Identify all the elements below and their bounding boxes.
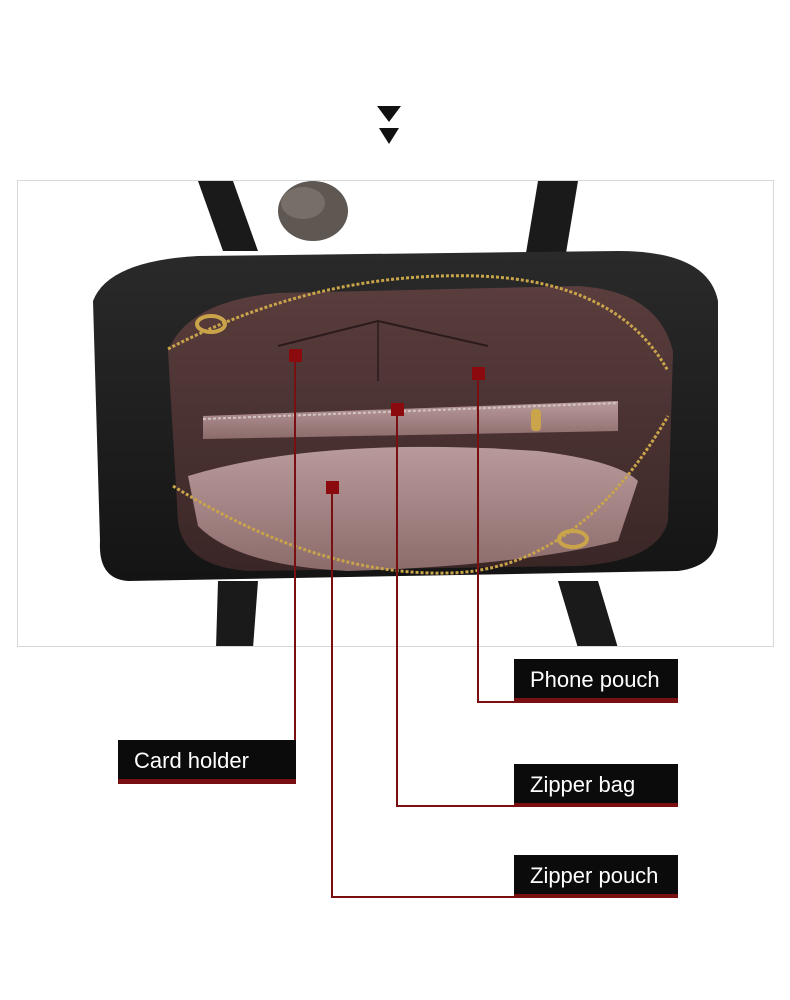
callout-zipper-pouch: Zipper pouch (514, 855, 678, 897)
handle-top-right (523, 181, 578, 271)
double-down-arrow-icon (377, 106, 401, 144)
handle-bottom-right (558, 581, 618, 646)
handbag-interior-photo (17, 180, 774, 647)
handle-top-left (198, 181, 258, 251)
handle-bottom-left (216, 581, 258, 646)
callout-phone-pouch: Phone pouch (514, 659, 678, 701)
callout-card-holder: Card holder (118, 740, 296, 782)
callout-zipper-bag: Zipper bag (514, 764, 678, 806)
